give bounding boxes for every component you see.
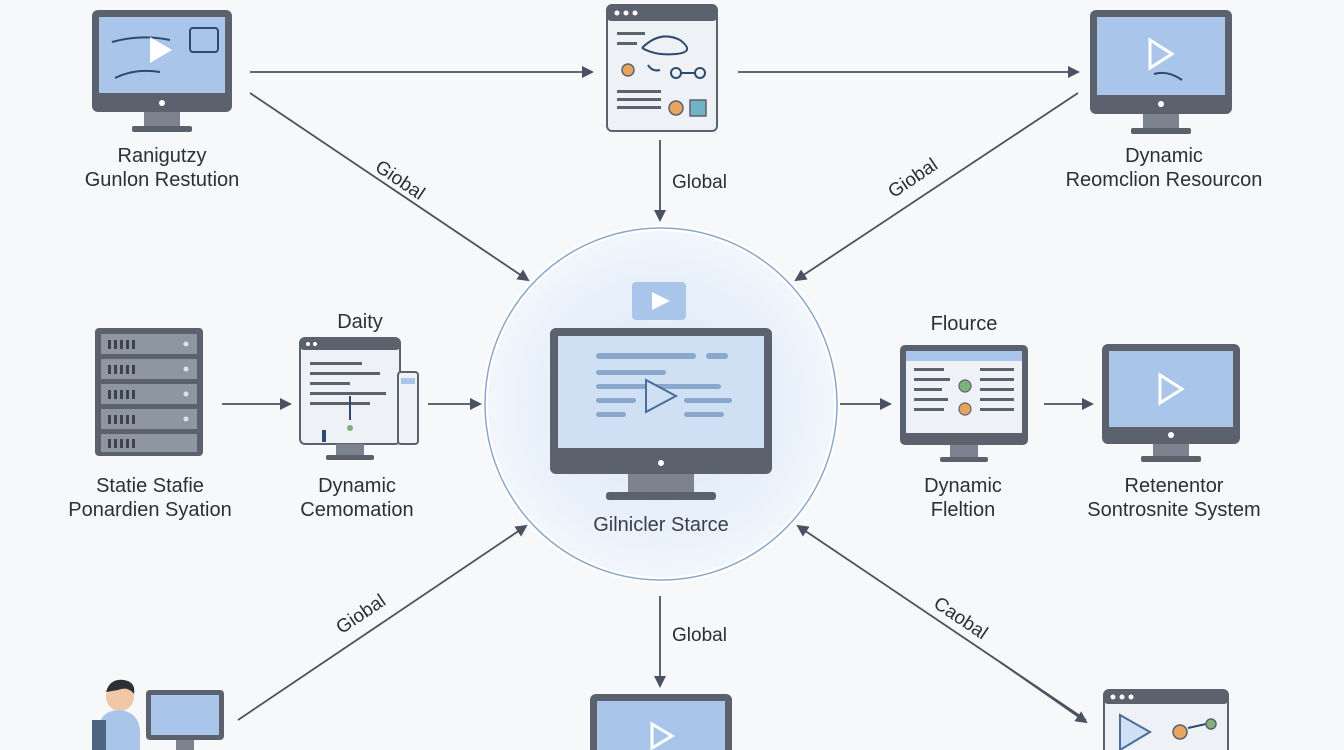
node-label-mid-right-b-line2: Sontrosnite System — [1087, 499, 1261, 521]
node-label-mid-right-a: Dynamic Fleltion — [888, 474, 1038, 522]
node-label-mid-right-a-top: Flource — [930, 313, 998, 335]
node-label-top-left-line1: Ranigutzy — [117, 145, 207, 167]
bottom-right-document — [1103, 689, 1229, 750]
play-icon — [1148, 37, 1175, 71]
far-right-monitor — [1102, 344, 1240, 462]
center-node-caption: Gilnicler Starce — [593, 514, 729, 536]
node-label-mid-left-b-line1: Dynamic — [318, 475, 396, 497]
server-rack — [95, 328, 203, 456]
center-node — [482, 225, 840, 583]
center-play-icon — [645, 378, 679, 414]
node-label-top-right-line2: Reomclion Resourcon — [1065, 169, 1263, 191]
node-label-mid-left-b: Dynamic Cemomation — [272, 474, 442, 522]
node-label-top-right-line1: Dynamic — [1125, 145, 1203, 167]
node-label-mid-left-a: Statie Stafie Ponardien Syation — [50, 474, 250, 522]
node-label-mid-left-b-top: Daity — [337, 311, 383, 333]
top-right-monitor — [1090, 10, 1232, 134]
edge-label-top-center: Global — [672, 172, 727, 193]
edge-label-bottom-center: Global — [672, 625, 727, 646]
play-icon — [150, 37, 172, 63]
play-icon — [650, 721, 675, 750]
bottom-center-monitor — [590, 694, 732, 750]
node-label-top-right: Dynamic Reomclion Resourcon — [1044, 144, 1284, 192]
node-label-mid-left-b-line2: Cemomation — [300, 499, 414, 521]
arrow-tl-to-center — [249, 92, 530, 282]
top-center-document — [606, 4, 718, 132]
node-label-mid-right-a-line2: Fleltion — [930, 499, 996, 521]
mid-right-doc-monitor — [900, 345, 1028, 462]
node-label-top-left-line2: Gunlon Restution — [84, 169, 240, 191]
arrow-tr-to-center — [794, 92, 1079, 282]
person-at-computer — [92, 679, 224, 750]
top-left-monitor — [92, 10, 232, 132]
mid-left-doc-monitor — [299, 337, 419, 460]
node-label-mid-left-a-line1: Statie Stafie — [96, 475, 204, 497]
arrow-center-to-br — [999, 661, 1088, 724]
play-icon — [1158, 372, 1185, 406]
node-label-mid-right-b-line1: Retenentor — [1124, 475, 1224, 497]
arrows — [222, 66, 1094, 724]
node-label-mid-right-a-line1: Dynamic — [924, 475, 1002, 497]
node-label-mid-left-a-line2: Ponardien Syation — [68, 499, 232, 521]
arrow-bl-to-center — [237, 524, 528, 721]
node-label-top-left: Ranigutzy Gunlon Restution — [62, 144, 262, 192]
node-label-mid-right-b: Retenentor Sontrosnite System — [1066, 474, 1282, 522]
